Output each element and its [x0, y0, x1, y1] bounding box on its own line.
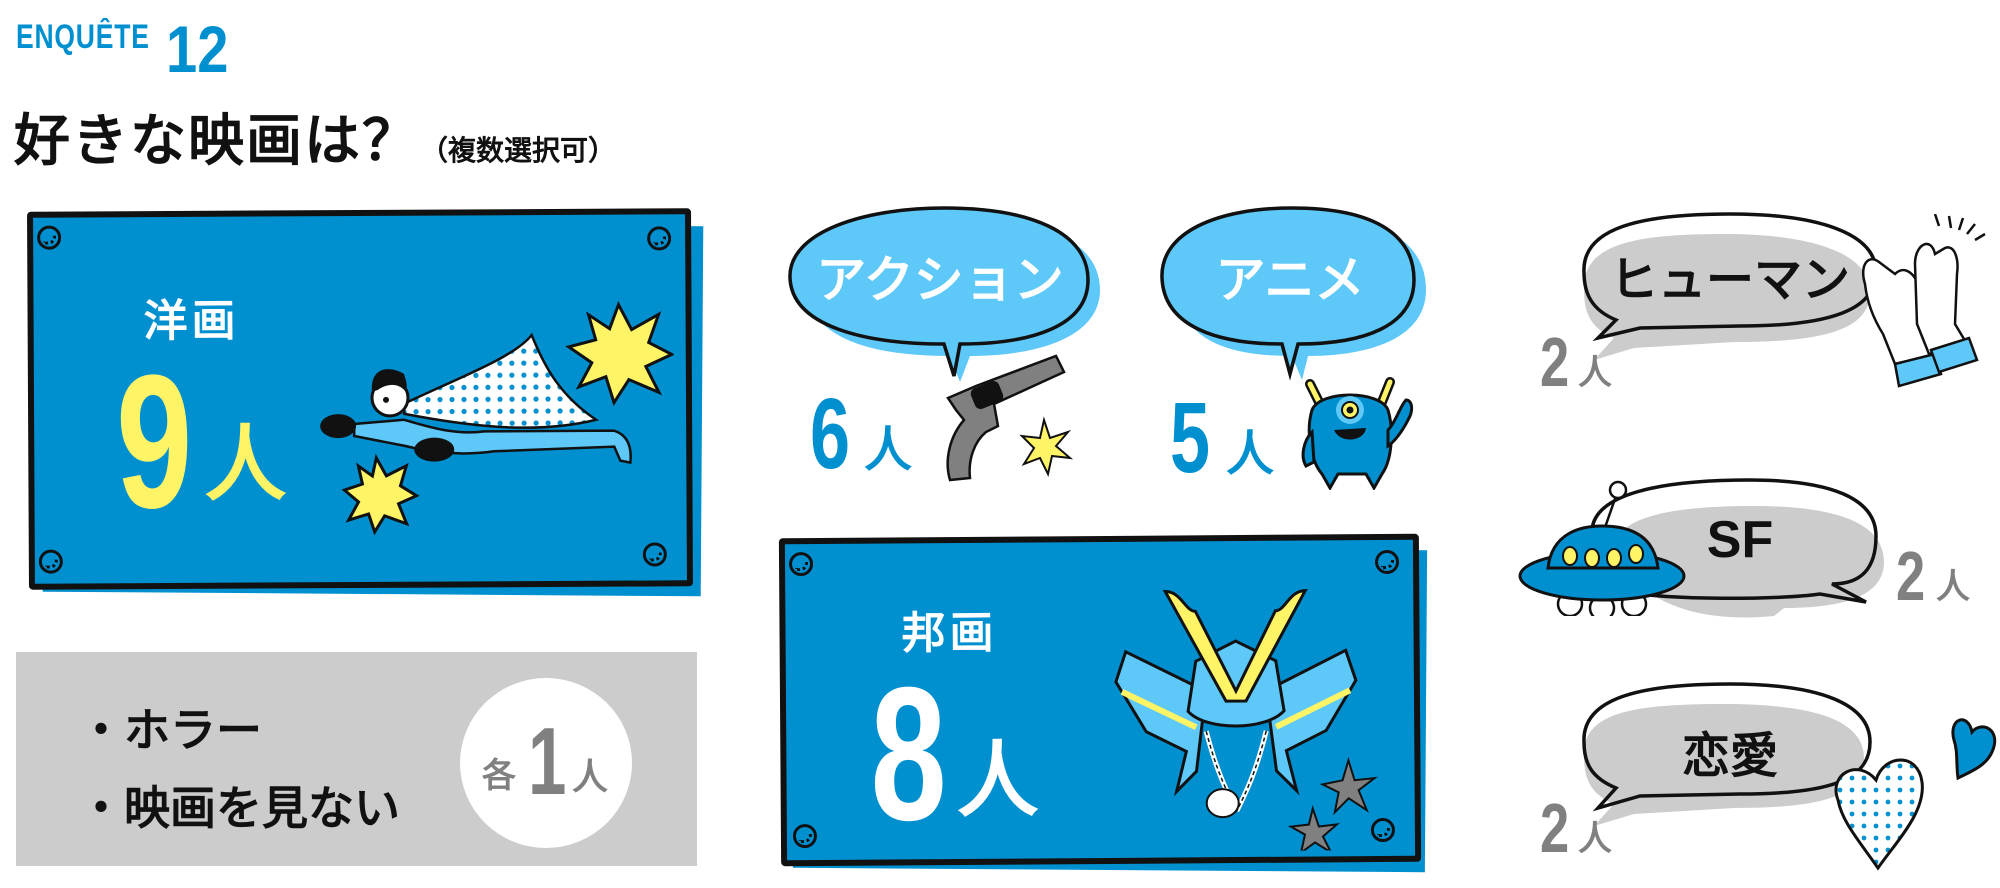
enquete-number: 12	[166, 12, 229, 86]
others-box: ・ホラー ・映画を見ない 各 1 人	[16, 652, 697, 866]
romance-unit: 人	[1578, 819, 1612, 859]
anime-bubble	[1160, 206, 1426, 381]
sf-count: 2	[1896, 537, 1926, 615]
anime-count: 5	[1170, 382, 1211, 494]
japanese-unit: 人	[956, 733, 1039, 830]
romance-bubble	[1582, 682, 1872, 826]
romance-label: 恋愛	[1681, 728, 1778, 784]
ufo-icon	[1518, 480, 1686, 616]
hearts-icon	[1834, 718, 1996, 871]
flying-superhero-icon	[320, 300, 675, 536]
others-item-horror: ・ホラー	[78, 703, 262, 757]
action-bubble	[788, 206, 1100, 382]
enquete-heading: ENQUÊTE 12	[16, 16, 228, 82]
screw-icon	[37, 225, 62, 250]
human-count: 2	[1540, 323, 1570, 401]
samurai-helmet-icon	[1114, 589, 1379, 853]
revolver-icon	[946, 354, 1074, 482]
sf-unit: 人	[1936, 567, 1970, 607]
action-count: 6	[810, 378, 851, 490]
sf-label: SF	[1706, 511, 1774, 569]
one-eyed-monster-icon	[1301, 377, 1414, 490]
sf-bubble	[1590, 478, 1884, 618]
question-note: （複数選択可）	[420, 134, 617, 167]
screw-icon	[792, 823, 818, 849]
human-unit: 人	[1578, 353, 1612, 393]
japanese-panel: 邦画 8 人	[778, 533, 1422, 867]
screw-icon	[647, 226, 672, 251]
screw-icon	[642, 542, 667, 567]
human-label: ヒューマン	[1609, 252, 1850, 308]
each-unit: 人	[572, 757, 609, 798]
action-label: アクション	[816, 251, 1064, 309]
western-panel: 洋画 9 人	[27, 208, 693, 590]
clapping-hands-icon	[1862, 214, 1986, 388]
page-title: 好きな映画は？（複数選択可）	[14, 96, 616, 177]
each-count-badge: 各 1 人	[460, 678, 632, 848]
anime-unit: 人	[1226, 426, 1275, 482]
western-unit: 人	[204, 417, 287, 513]
question-text: 好きな映画は？	[14, 109, 420, 174]
anime-label: アニメ	[1215, 251, 1365, 309]
action-unit: 人	[864, 422, 913, 478]
others-item-no-movies: ・映画を見ない	[78, 781, 400, 835]
screw-icon	[1374, 549, 1400, 575]
enquete-label: ENQUÊTE	[16, 18, 150, 56]
screw-icon	[788, 552, 814, 577]
each-prefix: 各	[482, 756, 516, 796]
screw-icon	[38, 549, 63, 574]
each-count: 1	[528, 708, 567, 815]
romance-count: 2	[1540, 789, 1570, 867]
